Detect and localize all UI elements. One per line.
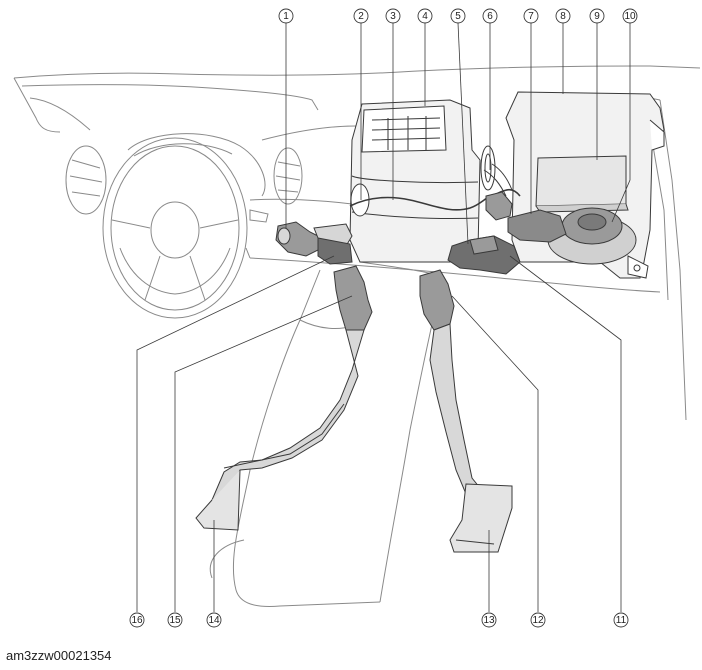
foot-duct-left [195,265,373,531]
callout-8: 8 [555,8,571,24]
callout-2-label: 2 [358,11,364,22]
heater-pipes [483,163,513,197]
dashboard-outline [13,65,701,421]
callout-6-label: 6 [487,11,493,22]
hvac-unit [349,99,496,263]
callout-11-label: 11 [616,615,627,626]
callout-4-label: 4 [422,11,428,22]
left-vent-duct [275,221,353,265]
foot-duct-right [419,269,513,553]
callout-16: 16 [129,612,145,628]
callout-3: 3 [385,8,401,24]
callout-15: 15 [167,612,183,628]
callout-9-label: 9 [594,11,600,22]
callout-14: 14 [206,612,222,628]
callout-5: 5 [450,8,466,24]
callout-8-label: 8 [560,11,566,22]
callout-2: 2 [353,8,369,24]
callout-10-label: 10 [624,11,636,22]
callout-6: 6 [482,8,498,24]
callout-14-label: 14 [208,615,220,626]
callout-1: 1 [278,8,294,24]
callout-5-label: 5 [455,11,461,22]
callout-10: 10 [622,8,638,24]
callout-4: 4 [417,8,433,24]
callout-13-label: 13 [483,615,495,626]
right-side-duct [485,191,567,243]
callout-12-label: 12 [532,615,544,626]
callout-7-label: 7 [528,11,534,22]
callout-11: 11 [613,612,629,628]
figure-code: am3zzw00021354 [6,648,112,663]
control-unit [535,155,629,213]
blower-motor [547,207,637,265]
callout-3-label: 3 [390,11,396,22]
center-duct [447,235,521,275]
callout-12: 12 [530,612,546,628]
callout-7: 7 [523,8,539,24]
callout-13: 13 [481,612,497,628]
callout-16-label: 16 [131,615,143,626]
callout-1-label: 1 [283,11,289,22]
leader-lines [136,22,631,612]
steering-wheel [102,137,248,319]
callout-15-label: 15 [169,615,181,626]
instrument-cluster [65,133,303,223]
callout-9: 9 [589,8,605,24]
